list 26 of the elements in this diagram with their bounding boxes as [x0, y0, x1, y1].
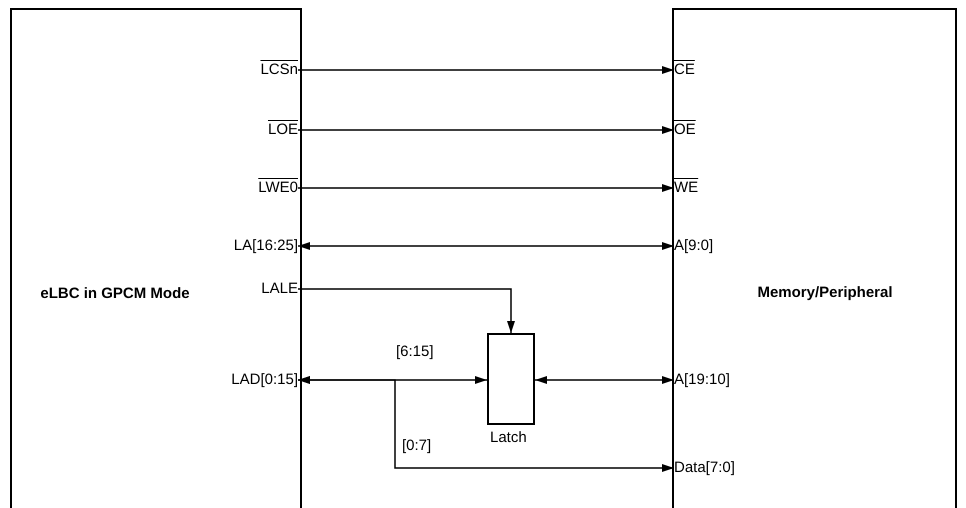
pin-label: LOE [170, 120, 298, 140]
signal-arrow [298, 126, 674, 134]
signal-arrow [298, 242, 674, 250]
block-box [10, 8, 302, 508]
edge-label: [6:15] [396, 342, 434, 362]
pin-label: LCSn [170, 60, 298, 80]
pin-label: A[9:0] [674, 236, 794, 256]
block-title: eLBC in GPCM Mode [39, 284, 191, 304]
edge-label: [0:7] [402, 436, 432, 456]
latch-label: Latch [490, 428, 527, 448]
signal-arrow [298, 288, 515, 333]
pin-label: OE [674, 120, 794, 140]
block-box [672, 8, 957, 508]
block-title: Memory/Peripheral [756, 283, 894, 303]
pin-label: CE [674, 60, 794, 80]
signal-arrow [298, 66, 674, 74]
signal-arrow [298, 184, 674, 192]
pin-label: LWE0 [170, 178, 298, 198]
signal-arrow [298, 376, 674, 472]
signal-arrow [535, 376, 674, 384]
pin-label: WE [674, 178, 794, 198]
pin-label: A[19:10] [674, 370, 794, 390]
pin-label: Data[7:0] [674, 458, 794, 478]
pin-label: LAD[0:15] [170, 370, 298, 390]
pin-label: LA[16:25] [170, 236, 298, 256]
latch-box [487, 333, 535, 425]
